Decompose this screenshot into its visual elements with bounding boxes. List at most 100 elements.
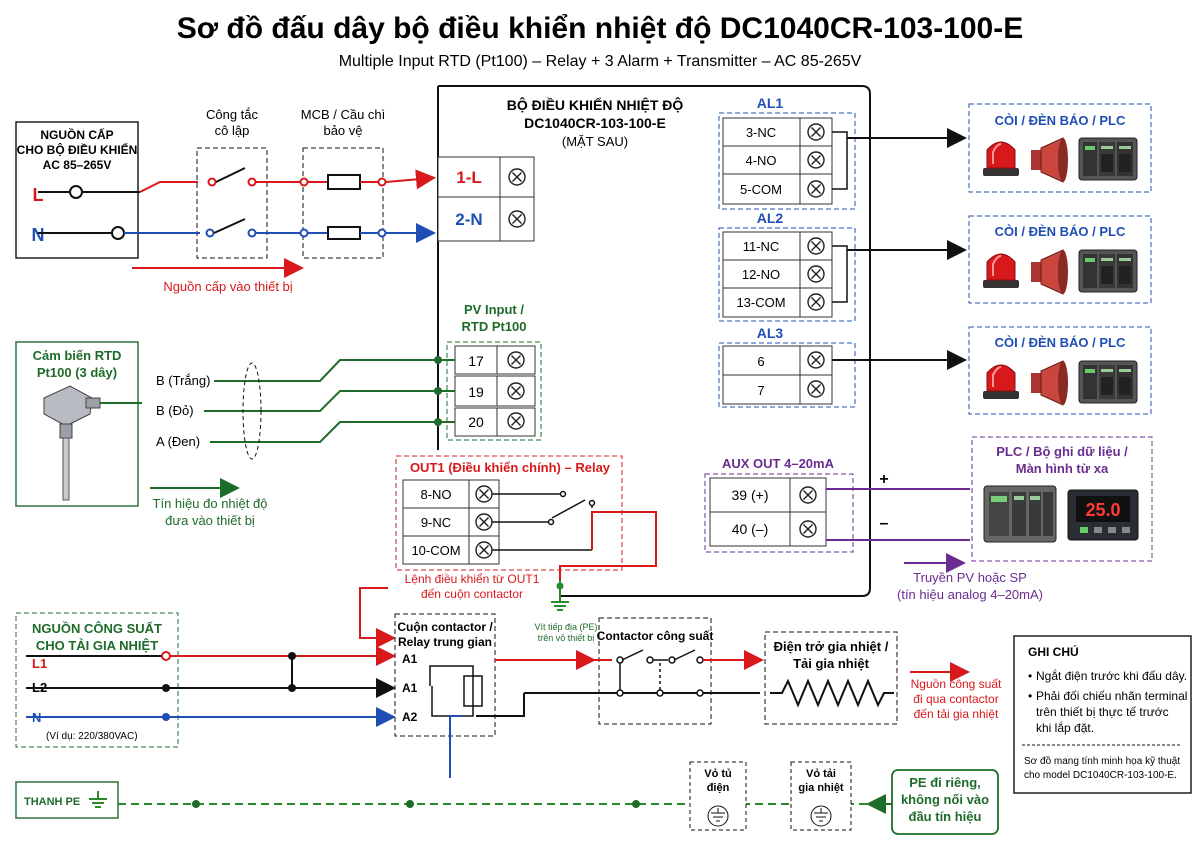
contactor-contacts bbox=[592, 649, 759, 697]
coil-a1: A1 bbox=[402, 652, 418, 666]
svg-text:1-L: 1-L bbox=[456, 168, 482, 187]
notes-title: GHI CHÚ bbox=[1028, 644, 1079, 659]
aux-plus: + bbox=[879, 471, 888, 488]
svg-text:4-NO: 4-NO bbox=[745, 153, 776, 168]
page-title: Sơ đồ đấu dây bộ điều khiển nhiệt độ DC1… bbox=[177, 12, 1024, 45]
al1-label: AL1 bbox=[757, 95, 784, 111]
svg-text:40 (–): 40 (–) bbox=[732, 521, 769, 537]
mcb-label: MCB / Cầu chì bbox=[301, 107, 386, 122]
plc-label: PLC / Bộ ghi dữ liệu / bbox=[996, 444, 1128, 459]
temperature-display-icon: 25.0 bbox=[1067, 489, 1139, 541]
svg-text:20: 20 bbox=[468, 414, 484, 430]
power-load-title: NGUỒN CÔNG SUẤT bbox=[32, 621, 162, 636]
svg-text:không nối vào: không nối vào bbox=[901, 792, 989, 807]
al3-terminals: 6 7 bbox=[722, 345, 833, 405]
al2-block bbox=[718, 227, 856, 322]
note-2c: khi lắp đặt. bbox=[1036, 720, 1094, 735]
wire-L bbox=[38, 167, 436, 199]
terminal-1-L: 1-L bbox=[437, 156, 535, 198]
svg-text:PE đi riêng,: PE đi riêng, bbox=[909, 775, 981, 790]
pv-input-label: PV Input / bbox=[464, 302, 524, 317]
alarm-devices-3: CÒI / ĐÈN BÁO / PLC bbox=[968, 326, 1152, 415]
svg-text:đầu tín hiệu: đầu tín hiệu bbox=[909, 809, 982, 824]
wire-L1 bbox=[26, 646, 396, 666]
out1-title: OUT1 (Điều khiển chính) – Relay bbox=[410, 460, 611, 475]
controller-title-2: DC1040CR-103-100-E bbox=[524, 115, 666, 131]
controller-body bbox=[438, 85, 871, 597]
svg-text:13-COM: 13-COM bbox=[736, 295, 785, 310]
label-L1: L1 bbox=[32, 656, 47, 671]
rtd-wires bbox=[100, 359, 455, 443]
notes-box: GHI CHÚ • Ngắt điện trước khi đấu dây. •… bbox=[1013, 635, 1192, 794]
rtd-probe-icon bbox=[43, 385, 101, 501]
cabinet-ground: Vỏ tủ điện bbox=[689, 761, 747, 831]
svg-text:Vỏ tủ: Vỏ tủ bbox=[704, 768, 732, 780]
out1-terminals: 8-NO 9-NC 10-COM bbox=[402, 479, 500, 565]
note-1: Ngắt điện trước khi đấu dây. bbox=[1036, 668, 1187, 683]
svg-text:11-NC: 11-NC bbox=[743, 239, 780, 254]
out1-note-2: đến cuộn contactor bbox=[421, 587, 523, 601]
pe-bar-label: THANH PE bbox=[24, 796, 80, 808]
pv-terminals: 17 19 20 bbox=[454, 345, 536, 437]
display-value: 25.0 bbox=[1085, 500, 1120, 520]
aux-terminals: 39 (+) 40 (–) bbox=[709, 477, 827, 547]
isolator-label: Công tắc bbox=[206, 107, 259, 122]
wire-N bbox=[38, 218, 436, 243]
svg-text:3-NC: 3-NC bbox=[746, 125, 776, 140]
mcb-fuse bbox=[302, 147, 384, 259]
mcb-label-2: bảo vệ bbox=[323, 123, 362, 138]
rtd-wire-white: B (Trắng) bbox=[156, 373, 210, 388]
rtd-wire-red: B (Đỏ) bbox=[156, 403, 194, 418]
rtd-wire-black: A (Đen) bbox=[156, 434, 200, 449]
isolator-switch bbox=[196, 147, 268, 259]
out1-note: Lệnh điều khiển từ OUT1 bbox=[405, 572, 540, 586]
svg-text:39 (+): 39 (+) bbox=[732, 487, 769, 503]
svg-text:gia nhiệt: gia nhiệt bbox=[798, 782, 844, 794]
alarm-devices-2: CÒI / ĐÈN BÁO / PLC bbox=[968, 215, 1152, 304]
power-load-title-2: CHO TẢI GIA NHIỆT bbox=[36, 638, 158, 653]
rtd-title-2: Pt100 (3 dây) bbox=[37, 365, 117, 380]
plc-label-2: Màn hình từ xa bbox=[1016, 461, 1109, 476]
svg-text:10-COM: 10-COM bbox=[411, 543, 460, 558]
terminal-2-N: 2-N bbox=[437, 196, 535, 242]
heater-note: Nguồn công suất bbox=[911, 677, 1002, 691]
rtd-note-2: đưa vào thiết bị bbox=[165, 513, 255, 528]
coil-a1b: A1 bbox=[402, 681, 418, 695]
isolator-label-2: cô lập bbox=[215, 123, 250, 138]
heater-resistor-icon bbox=[770, 678, 894, 708]
contactor-label: Contactor công suất bbox=[597, 629, 714, 643]
coil-a2: A2 bbox=[402, 710, 418, 724]
svg-text:điện: điện bbox=[707, 782, 730, 794]
plc-note-2: (tín hiệu analog 4–20mA) bbox=[897, 587, 1043, 602]
svg-text:12-NO: 12-NO bbox=[742, 267, 780, 282]
note-2: Phải đối chiếu nhãn terminal bbox=[1036, 689, 1187, 703]
load-ground: Vỏ tải gia nhiệt bbox=[790, 761, 852, 831]
rtd-title: Cảm biến RTD bbox=[33, 348, 122, 363]
plc-icon bbox=[983, 485, 1057, 543]
svg-text:7: 7 bbox=[757, 383, 764, 398]
svg-text:•: • bbox=[1028, 689, 1032, 703]
svg-text:CÒI / ĐÈN BÁO / PLC: CÒI / ĐÈN BÁO / PLC bbox=[995, 224, 1126, 239]
al1-block bbox=[718, 112, 856, 210]
al2-terminals: 11-NC 12-NO 13-COM bbox=[722, 231, 833, 318]
plc-note: Truyền PV hoặc SP bbox=[913, 570, 1027, 585]
al3-label: AL3 bbox=[757, 325, 784, 341]
svg-text:6: 6 bbox=[757, 354, 764, 369]
controller-title-3: (MẶT SAU) bbox=[562, 134, 628, 149]
svg-text:Vỏ tải: Vỏ tải bbox=[806, 768, 836, 780]
power-source-title-2: CHO BỘ ĐIỀU KHIỂN bbox=[17, 142, 138, 157]
heater-box bbox=[764, 631, 898, 725]
note-2b: trên thiết bị thực tế trước bbox=[1036, 705, 1169, 719]
heater-label-2: Tải gia nhiệt bbox=[793, 656, 870, 671]
contactor-box bbox=[598, 617, 712, 725]
aux-minus: – bbox=[880, 515, 889, 532]
aux-title: AUX OUT 4–20mA bbox=[722, 456, 835, 471]
power-load-example: (Ví dụ: 220/380VAC) bbox=[46, 731, 138, 742]
rtd-note: Tín hiệu đo nhiệt độ bbox=[153, 496, 268, 511]
heater-note-2: đi qua contactor bbox=[913, 692, 998, 706]
svg-text:CÒI / ĐÈN BÁO / PLC: CÒI / ĐÈN BÁO / PLC bbox=[995, 335, 1126, 350]
power-note: Nguồn cấp vào thiết bị bbox=[163, 279, 292, 294]
heater-label: Điện trở gia nhiệt / bbox=[774, 639, 889, 654]
coil-label: Cuộn contactor / bbox=[397, 620, 493, 634]
svg-text:8-NO: 8-NO bbox=[420, 487, 451, 502]
